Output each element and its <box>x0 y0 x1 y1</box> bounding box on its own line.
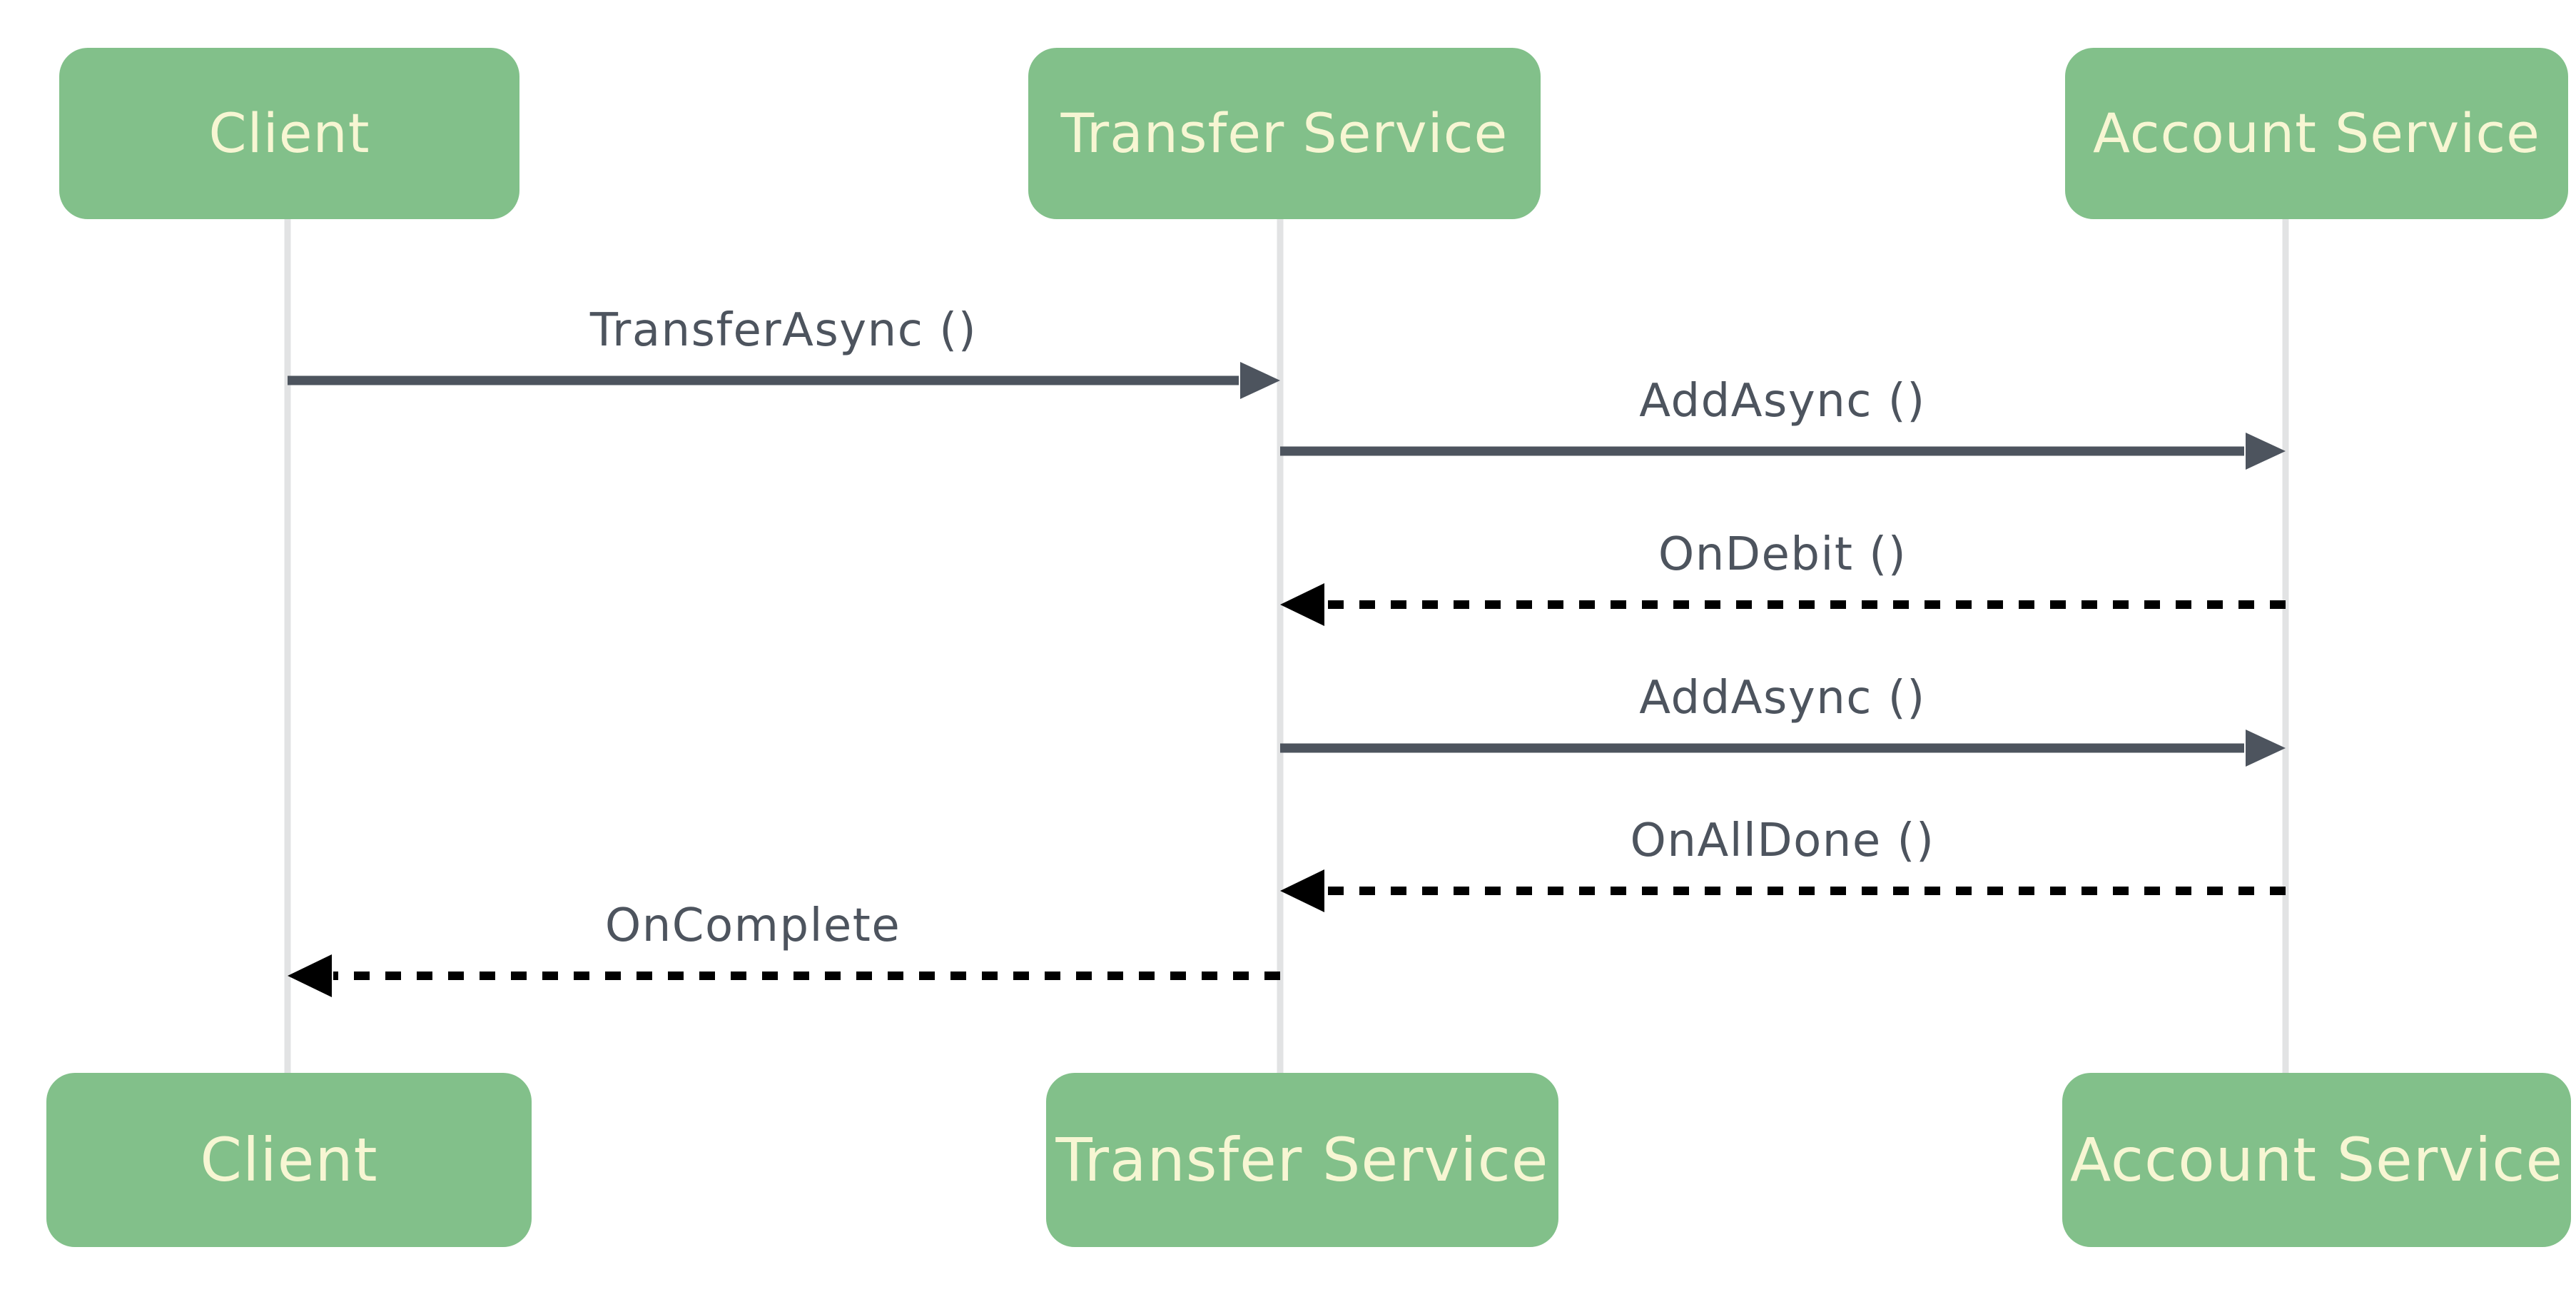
participant-label-transfer-service-top: Transfer Service <box>1060 101 1508 165</box>
message-label-2: OnDebit () <box>1658 528 1907 581</box>
participant-label-transfer-service-bottom: Transfer Service <box>1055 1125 1549 1195</box>
participant-box-transfer-service-bottom[interactable]: Transfer Service <box>1046 1073 1558 1247</box>
participant-box-account-service-top[interactable]: Account Service <box>2065 48 2568 219</box>
message-label-0: TransferAsync () <box>589 304 978 357</box>
participant-box-client-top[interactable]: Client <box>59 48 519 219</box>
participant-label-account-service-bottom: Account Service <box>2069 1125 2564 1195</box>
participant-label-client-top: Client <box>208 101 370 165</box>
participant-box-transfer-service-top[interactable]: Transfer Service <box>1028 48 1541 219</box>
message-arrowhead-1 <box>2246 433 2286 470</box>
message-label-1: AddAsync () <box>1639 375 1926 428</box>
message-arrowhead-0 <box>1240 362 1280 399</box>
message-label-4: OnAllDone () <box>1630 814 1935 867</box>
message-arrowhead-5 <box>288 954 332 997</box>
participant-label-client-bottom: Client <box>200 1125 378 1195</box>
messages-group <box>288 362 2286 997</box>
participant-box-client-bottom[interactable]: Client <box>46 1073 532 1247</box>
participant-label-account-service-top: Account Service <box>2093 101 2540 165</box>
message-label-3: AddAsync () <box>1639 672 1926 725</box>
message-arrowhead-2 <box>1280 583 1324 626</box>
message-label-5: OnComplete <box>604 899 901 952</box>
message-arrowhead-3 <box>2246 730 2286 767</box>
participant-box-account-service-bottom[interactable]: Account Service <box>2062 1073 2571 1247</box>
message-arrowhead-4 <box>1280 869 1324 912</box>
lifelines-group <box>284 219 2289 1073</box>
